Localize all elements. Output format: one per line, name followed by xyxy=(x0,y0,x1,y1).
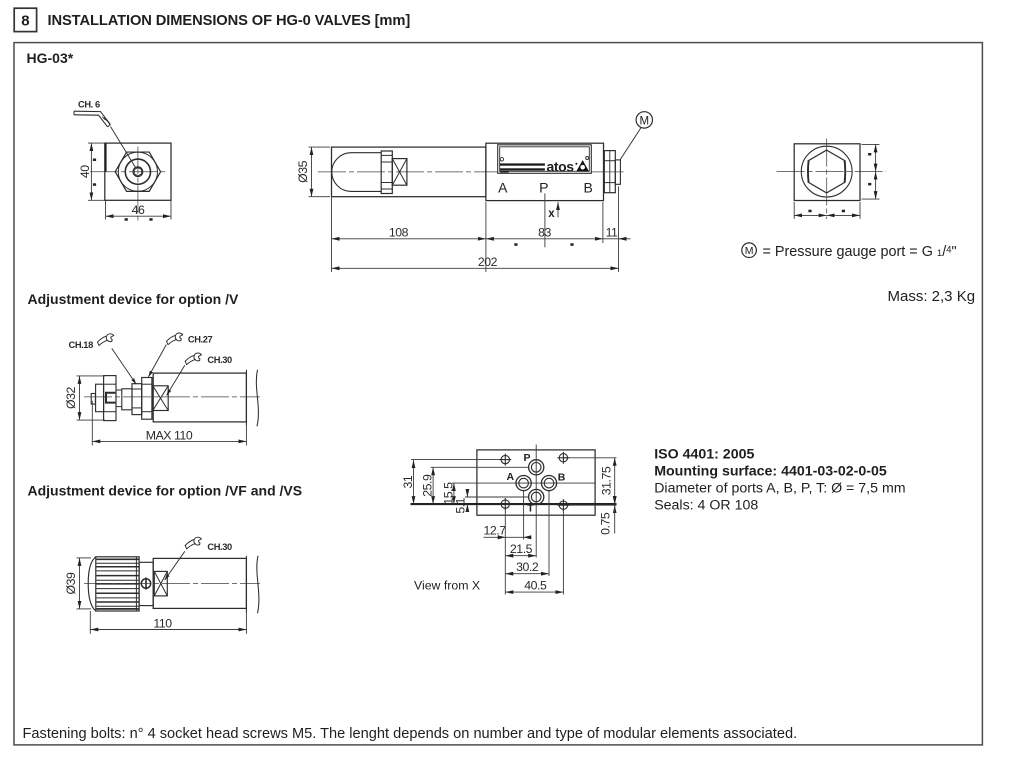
svg-text:11: 11 xyxy=(606,225,618,239)
svg-text:T: T xyxy=(527,503,534,515)
svg-text:CH.18: CH.18 xyxy=(69,340,94,350)
svg-text:Seals: 4 OR 108: Seals: 4 OR 108 xyxy=(654,498,758,514)
svg-text:B: B xyxy=(584,179,593,195)
svg-text:40.5: 40.5 xyxy=(524,578,547,592)
svg-text:A: A xyxy=(498,179,508,195)
svg-text:P: P xyxy=(523,452,530,464)
svg-text:INSTALLATION DIMENSIONS OF HG-: INSTALLATION DIMENSIONS OF HG-0 VALVES [… xyxy=(48,13,411,29)
svg-text:CH.27: CH.27 xyxy=(188,335,213,345)
svg-text:Ø35: Ø35 xyxy=(296,160,310,183)
svg-text:Diameter of ports A, B, P, T:: Diameter of ports A, B, P, T: Ø = 7,5 mm xyxy=(654,481,905,497)
svg-text:40: 40 xyxy=(78,165,92,178)
svg-text:atos: atos xyxy=(547,159,575,175)
svg-text:0.75: 0.75 xyxy=(599,512,613,535)
svg-text:31: 31 xyxy=(401,475,415,488)
svg-text:= Pressure gauge port = G 1/4": = Pressure gauge port = G 1/4" xyxy=(763,244,957,260)
svg-text:21.5: 21.5 xyxy=(510,542,533,556)
svg-text:83: 83 xyxy=(538,225,551,239)
svg-text:x: x xyxy=(548,208,555,220)
svg-text:5.1: 5.1 xyxy=(453,497,467,513)
svg-text:CH.30: CH.30 xyxy=(207,355,232,365)
svg-text:CH.30: CH.30 xyxy=(207,542,232,552)
svg-text:25.9: 25.9 xyxy=(421,474,435,497)
svg-text:Adjustment device for option /: Adjustment device for option /V xyxy=(28,291,239,307)
svg-text:46: 46 xyxy=(132,203,145,217)
svg-text:ISO 4401: 2005: ISO 4401: 2005 xyxy=(654,447,754,463)
svg-text:108: 108 xyxy=(389,225,409,239)
svg-text:8: 8 xyxy=(21,13,29,30)
svg-text:Mass: 2,3 Kg: Mass: 2,3 Kg xyxy=(888,288,976,305)
svg-text:15.5: 15.5 xyxy=(441,482,455,505)
svg-text:CH. 6: CH. 6 xyxy=(78,100,100,110)
svg-text:A: A xyxy=(507,471,515,483)
svg-text:P: P xyxy=(539,179,548,195)
svg-text:HG-03*: HG-03* xyxy=(27,50,74,66)
svg-text:M: M xyxy=(745,245,754,257)
svg-text:B: B xyxy=(558,472,566,484)
svg-text:Adjustment device for option /: Adjustment device for option /VF and /VS xyxy=(28,482,303,498)
svg-text:Ø39: Ø39 xyxy=(64,572,78,595)
svg-text:View from X: View from X xyxy=(414,578,480,592)
svg-text:Fastening bolts: n° 4 socket h: Fastening bolts: n° 4 socket head screws… xyxy=(23,726,798,742)
svg-text:Ø32: Ø32 xyxy=(64,386,78,409)
svg-text:31.75: 31.75 xyxy=(600,466,614,495)
svg-text:110: 110 xyxy=(153,616,172,630)
svg-text:M: M xyxy=(640,115,650,127)
svg-text:Mounting surface: 4401-03-02-0: Mounting surface: 4401-03-02-0-05 xyxy=(654,464,887,480)
svg-text:30.2: 30.2 xyxy=(516,560,539,574)
svg-text:MAX 110: MAX 110 xyxy=(146,428,193,442)
svg-text:12.7: 12.7 xyxy=(484,524,507,538)
svg-text:202: 202 xyxy=(478,255,498,269)
